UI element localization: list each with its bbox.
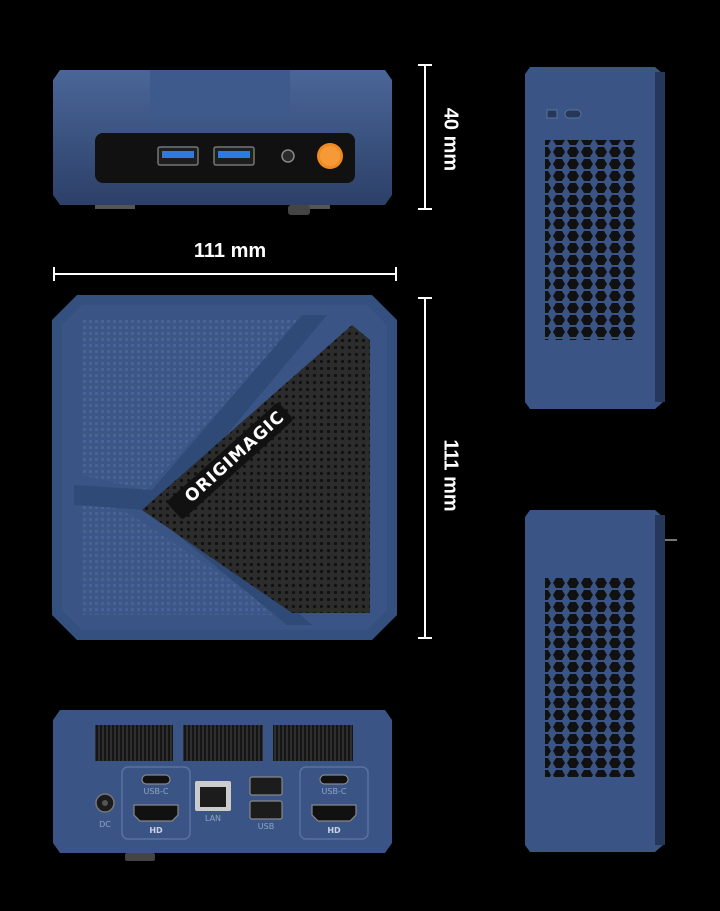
usb-a-port xyxy=(213,146,255,166)
lan-label: LAN xyxy=(204,814,222,823)
usb-c-port xyxy=(141,774,171,785)
usb-label: USB xyxy=(257,822,275,831)
audio-jack xyxy=(281,149,295,163)
side-view-left xyxy=(525,67,665,409)
usb-a-port xyxy=(249,776,283,796)
hdmi-port xyxy=(133,804,179,822)
width-label: 111 mm xyxy=(193,240,267,262)
usb-c-right-label: USB-C xyxy=(321,787,347,796)
height-dimension-line xyxy=(418,64,432,210)
side-view-right xyxy=(525,510,677,852)
usb-c-left-label: USB-C xyxy=(143,787,169,796)
hd-left-label: HD xyxy=(149,826,163,835)
dc-label: DC xyxy=(99,820,111,829)
top-view xyxy=(52,295,397,640)
depth-label: 111 mm xyxy=(439,439,462,512)
hd-right-label: HD xyxy=(327,826,341,835)
hdmi-port xyxy=(311,804,357,822)
usb-a-port xyxy=(157,146,199,166)
width-dimension-line xyxy=(53,267,397,281)
height-label: 40 mm xyxy=(439,107,462,172)
usb-c-port xyxy=(319,774,349,785)
usb-a-port xyxy=(249,800,283,820)
rear-view xyxy=(53,710,392,861)
depth-dimension-line xyxy=(418,297,432,639)
front-view xyxy=(53,70,392,215)
